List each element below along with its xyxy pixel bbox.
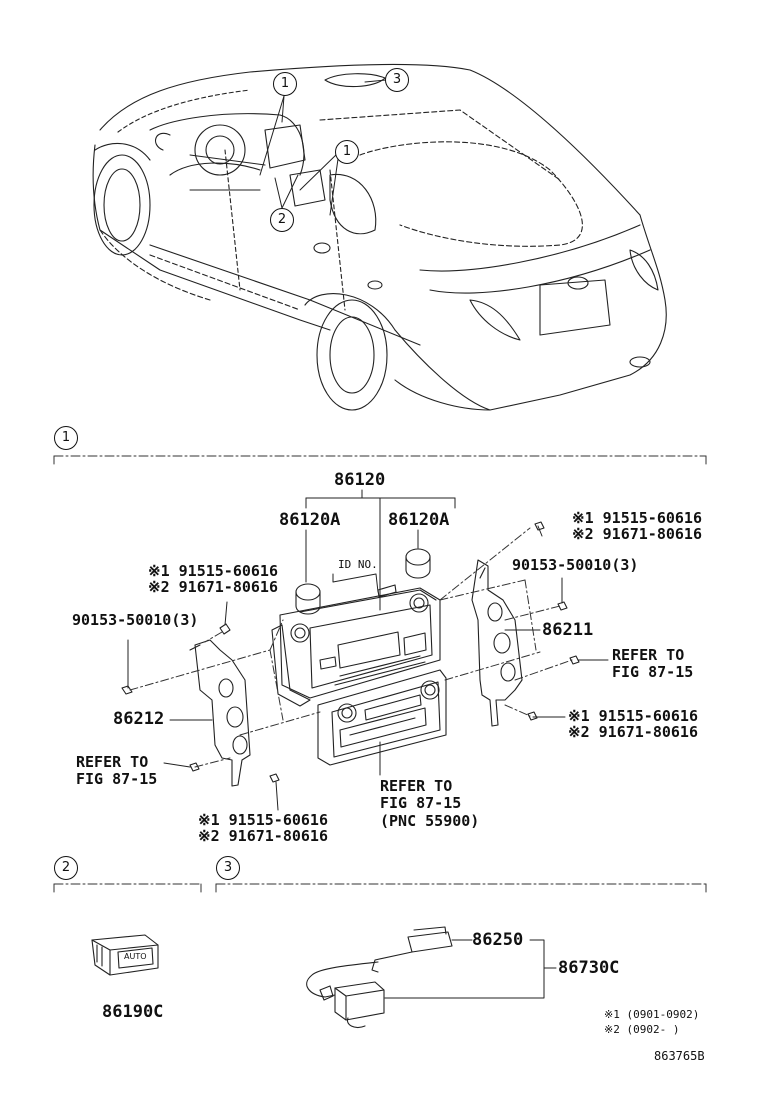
label-86120a-left: 86120A — [279, 510, 341, 530]
label-refer-center-1: REFER TO — [380, 777, 453, 795]
label-86190c: 86190C — [102, 1002, 164, 1022]
label-screw-left-top-1: ※1 91515-60616 — [148, 562, 278, 580]
bracket-86211 — [471, 559, 523, 727]
figure-id: 863765B — [654, 1049, 705, 1063]
footnote-2: ※2 (0902- ) — [604, 1023, 680, 1036]
car-callout-1a: 1 — [273, 72, 297, 96]
car-callout-3: 3 — [385, 68, 409, 92]
label-screw-right-bot-2: ※2 91671-80616 — [568, 723, 698, 741]
knob-left — [295, 583, 321, 615]
car-callout-1b: 1 — [335, 140, 359, 164]
label-screw-right-bot-1: ※1 91515-60616 — [568, 707, 698, 725]
label-bolt-left-top: 90153-50010(3) — [72, 611, 199, 629]
label-86120a-right: 86120A — [388, 510, 450, 530]
car-callout-2: 2 — [270, 208, 294, 232]
label-refer-center-3: (PNC 55900) — [380, 812, 480, 830]
label-86211: 86211 — [542, 620, 594, 640]
section-marker-1: 1 — [54, 426, 78, 450]
section-marker-2: 2 — [54, 856, 78, 880]
label-screw-left-top-2: ※2 91671-80616 — [148, 578, 278, 596]
label-refer-center-2: FIG 87-15 — [380, 794, 462, 812]
label-refer-right-1: REFER TO — [612, 646, 685, 664]
label-screw-right-top-1: ※1 91515-60616 — [572, 509, 702, 527]
label-refer-left-2: FIG 87-15 — [76, 770, 158, 788]
bracket-86212 — [189, 639, 251, 787]
label-screw-left-bot-1: ※1 91515-60616 — [198, 811, 328, 829]
label-86730c: 86730C — [558, 958, 620, 978]
label-refer-right-2: FIG 87-15 — [612, 663, 694, 681]
label-86250: 86250 — [472, 930, 524, 950]
label-bolt-right-top: 90153-50010(3) — [512, 556, 639, 574]
radio-assembly — [271, 548, 447, 766]
label-86212: 86212 — [113, 709, 165, 729]
knob-right — [405, 548, 431, 579]
car-callout-leaders — [189, 79, 387, 216]
label-86120: 86120 — [334, 470, 386, 490]
label-id-no: ID NO. — [338, 558, 378, 571]
switch-auto-text: AUTO — [124, 952, 147, 961]
switch-86190c — [91, 934, 159, 976]
cable-assembly — [306, 926, 453, 1028]
car-illustration — [92, 63, 667, 411]
footnote-1: ※1 (0901-0902) — [604, 1008, 700, 1021]
section-marker-3: 3 — [216, 856, 240, 880]
label-refer-left-1: REFER TO — [76, 753, 149, 771]
label-screw-right-top-2: ※2 91671-80616 — [572, 525, 702, 543]
label-screw-left-bot-2: ※2 91671-80616 — [198, 827, 328, 845]
assembly-lines — [129, 527, 573, 768]
cable-leaders — [384, 939, 557, 999]
section-brackets — [53, 455, 707, 893]
label-leaders — [127, 489, 609, 811]
